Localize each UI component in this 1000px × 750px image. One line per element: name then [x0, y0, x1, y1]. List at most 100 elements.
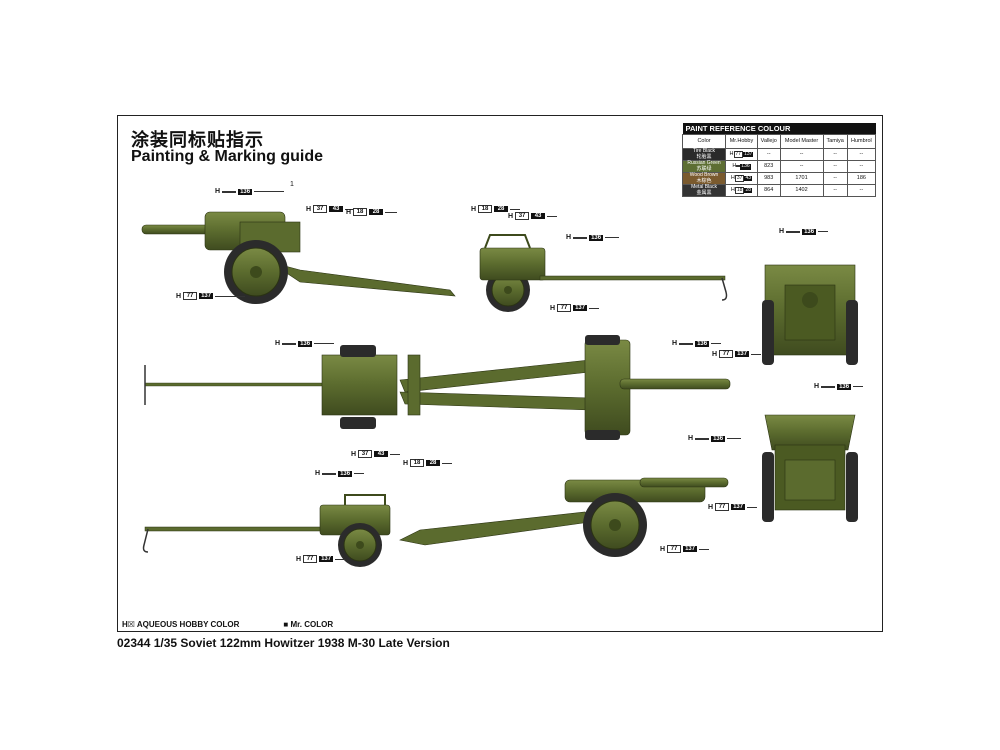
- callout-hobby-code: [322, 472, 337, 475]
- callout-leader-line: [751, 353, 762, 355]
- barrel-lower: [639, 477, 729, 488]
- callout-leader-line: [818, 231, 829, 232]
- callout-hobby-code: [282, 342, 297, 345]
- color-callout: H 136: [672, 340, 722, 347]
- side-view-lower: [142, 477, 729, 567]
- callout-hobby-code: 77: [183, 292, 198, 300]
- callout-h-prefix: H: [346, 208, 352, 216]
- callout-leader-line: [442, 462, 453, 464]
- rear-view: [762, 414, 858, 522]
- callout-hobby-code: 18: [478, 205, 493, 213]
- callout-h-prefix: H: [566, 234, 572, 241]
- part-number-label: 1: [290, 181, 294, 188]
- callout-leader-line: [711, 343, 722, 344]
- limber-top: [321, 354, 398, 416]
- guide-frame: [117, 115, 883, 632]
- callout-hobby-code: [222, 190, 237, 193]
- callout-h-prefix: H: [688, 435, 694, 442]
- callout-mr-code: 43: [329, 206, 344, 212]
- callout-leader-line: [354, 473, 365, 474]
- callout-leader-line: [699, 548, 710, 550]
- callout-h-prefix: H: [215, 188, 221, 195]
- callout-h-prefix: H: [814, 383, 820, 390]
- callout-hobby-code: 77: [667, 545, 682, 553]
- callout-h-prefix: H: [672, 340, 678, 347]
- color-legend: H☒ AQUEOUS HOBBY COLOR ■ Mr. COLOR: [122, 620, 333, 629]
- callout-leader-line: [215, 295, 246, 297]
- callout-mr-code: 136: [711, 435, 726, 442]
- legend-aqueous: H☒ AQUEOUS HOBBY COLOR: [122, 620, 240, 629]
- callout-h-prefix: H: [660, 545, 666, 553]
- callout-h-prefix: H: [712, 350, 718, 358]
- callout-h-prefix: H: [296, 555, 302, 563]
- callout-h-prefix: H: [315, 470, 321, 477]
- callout-hobby-code: 77: [557, 304, 572, 312]
- limber-pole-top: [144, 382, 326, 387]
- product-footer: 02344 1/35 Soviet 122mm Howitzer 1938 M-…: [117, 636, 450, 650]
- callout-mr-code: 28: [494, 206, 509, 212]
- side-view-upper: [141, 211, 728, 312]
- callout-mr-code: 137: [735, 351, 750, 357]
- callout-hobby-code: 37: [515, 212, 530, 220]
- callout-h-prefix: H: [275, 340, 281, 347]
- callout-hobby-code: [679, 342, 694, 345]
- callout-mr-code: 136: [238, 188, 253, 195]
- callout-hobby-code: [695, 437, 710, 440]
- callout-leader-line: [510, 208, 521, 210]
- callout-mr-code: 137: [199, 293, 214, 299]
- callout-hobby-code: 77: [303, 555, 318, 563]
- callout-hobby-code: 77: [719, 350, 734, 358]
- callout-leader-line: [390, 453, 401, 455]
- callout-mr-code: 137: [573, 305, 588, 311]
- callout-mr-code: 43: [531, 213, 546, 219]
- callout-mr-code: 136: [695, 340, 710, 347]
- callout-leader-line: [385, 211, 398, 213]
- callout-leader-line: [853, 386, 864, 387]
- callout-mr-code: 28: [426, 460, 441, 466]
- callout-h-prefix: H: [471, 205, 477, 213]
- legend-mr-color: ■ Mr. COLOR: [283, 620, 334, 629]
- callout-leader-line: [589, 307, 600, 309]
- trail-lower: [399, 511, 591, 546]
- modelmaster-code: 1402: [779, 184, 824, 197]
- callout-leader-line: [254, 191, 285, 192]
- callout-hobby-code: 18: [410, 459, 425, 467]
- callout-leader-line: [547, 215, 558, 217]
- limber-pole-lower: [144, 526, 331, 532]
- callout-leader-line: [727, 438, 742, 439]
- callout-hobby-code: [573, 236, 588, 239]
- callout-leader-line: [314, 343, 335, 344]
- callout-leader-line: [747, 506, 758, 508]
- callout-hobby-code: 37: [313, 205, 328, 213]
- humbrol-code: --: [846, 184, 877, 197]
- callout-mr-code: 136: [802, 228, 817, 235]
- callout-mr-code: 137: [683, 546, 698, 552]
- paint-table-title: PAINT REFERENCE COLOUR: [682, 123, 876, 135]
- trail-upper: [269, 261, 456, 297]
- color-callout: H 136: [688, 435, 742, 442]
- callout-h-prefix: H: [403, 459, 409, 467]
- callout-leader-line: [345, 208, 358, 210]
